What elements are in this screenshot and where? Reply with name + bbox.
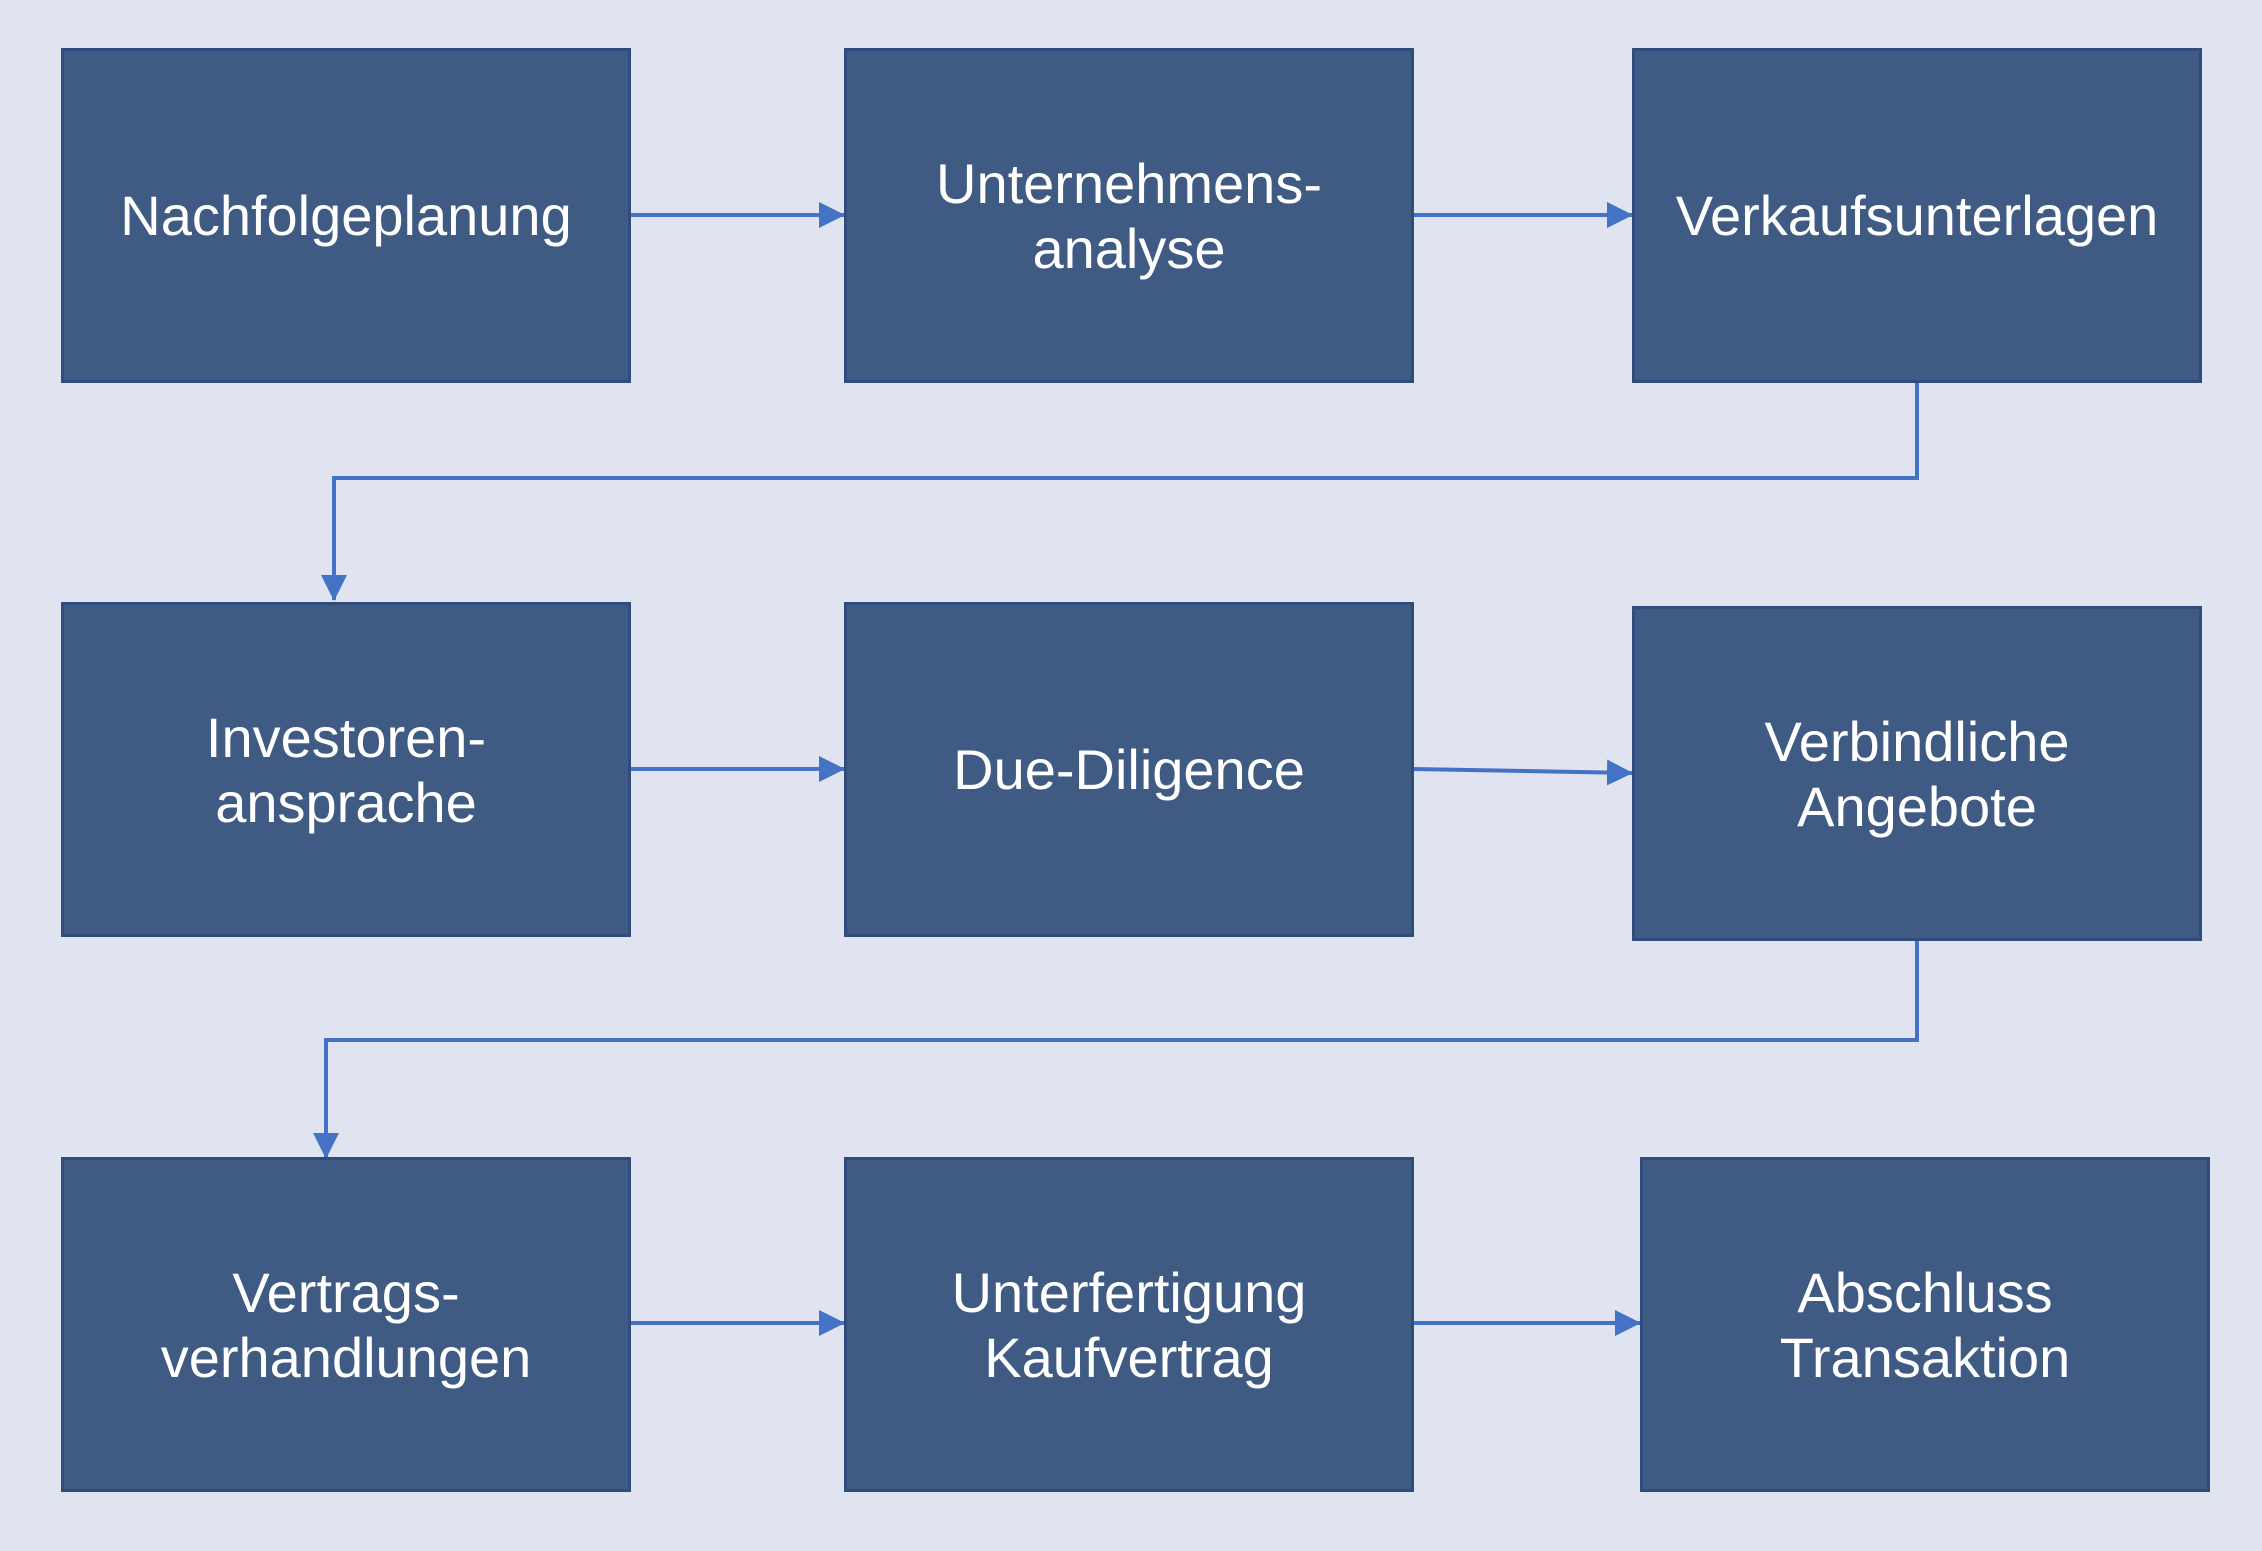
connector-n6-n7 — [313, 938, 1919, 1159]
step-label: Abschluss Transaktion — [1779, 1260, 2071, 1389]
step-label: Verkaufsunterlagen — [1675, 184, 2159, 247]
step-label: Verbindliche Angebote — [1764, 709, 2070, 838]
step-abschluss-transaktion: Abschluss Transaktion — [1640, 1157, 2210, 1492]
step-label: Investoren- ansprache — [205, 705, 487, 834]
step-label: Due-Diligence — [953, 738, 1305, 801]
step-unterfertigung-kaufvertrag: Unterfertigung Kaufvertrag — [844, 1157, 1414, 1492]
step-label: Vertrags- verhandlungen — [160, 1260, 532, 1389]
step-vertragsverhandlungen: Vertrags- verhandlungen — [61, 1157, 631, 1492]
step-verbindliche-angebote: Verbindliche Angebote — [1632, 606, 2202, 941]
step-due-diligence: Due-Diligence — [844, 602, 1414, 937]
connector-n5-n6 — [1412, 759, 1633, 786]
step-investorenansprache: Investoren- ansprache — [61, 602, 631, 937]
step-nachfolgeplanung: Nachfolgeplanung — [61, 48, 631, 383]
step-unternehmensanalyse: Unternehmens- analyse — [844, 48, 1414, 383]
step-label: Unternehmens- analyse — [936, 151, 1322, 280]
step-verkaufsunterlagen: Verkaufsunterlagen — [1632, 48, 2202, 383]
step-label: Unterfertigung Kaufvertrag — [951, 1260, 1307, 1389]
step-label: Nachfolgeplanung — [120, 184, 572, 247]
connector-n3-n4 — [321, 376, 1919, 601]
